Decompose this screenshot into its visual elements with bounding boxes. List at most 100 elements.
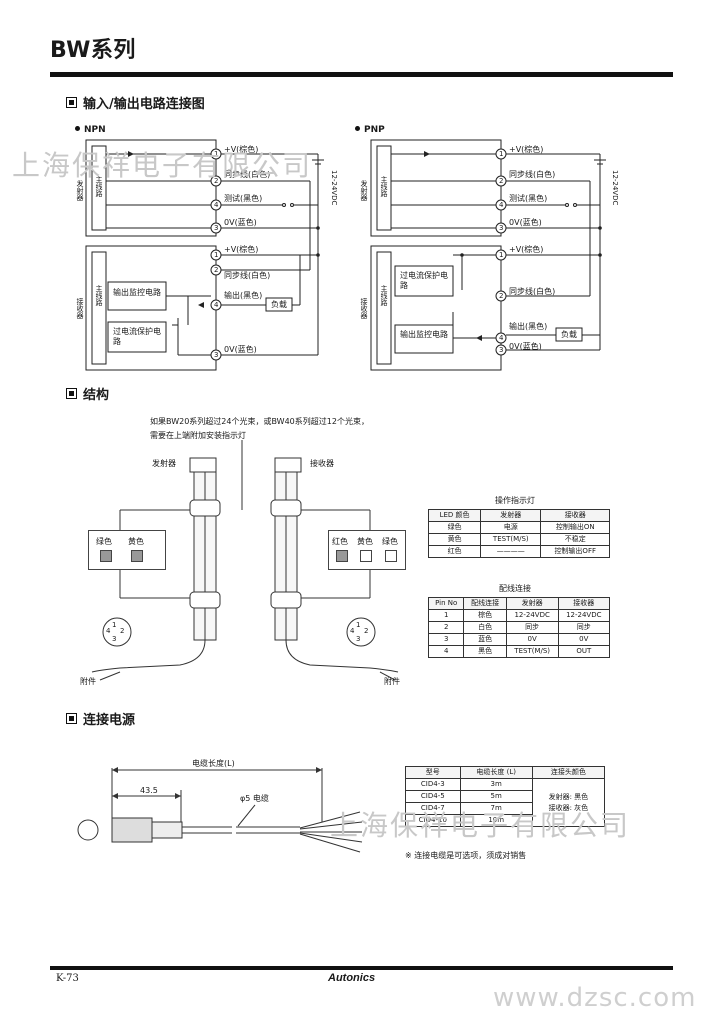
structure-section-heading: 结构 [66, 388, 109, 402]
led-label-red: 红色 [332, 537, 348, 546]
npn-supply: 12-24VDC [330, 170, 338, 206]
pnp-main-circuit-e: 主线路 [380, 176, 388, 197]
pin-number: 1 [499, 251, 504, 259]
pin-number: 1 [214, 251, 219, 259]
indicator-table: LED 颜色 发射器 接收器 绿色 电源 控制输出ON 黄色 TEST(M/S)… [427, 509, 610, 558]
table-row: CID4-3 3m 发射器: 黑色 接收器: 灰色 [405, 778, 606, 827]
conn-pin: 1 [112, 621, 117, 629]
wiring-table: Pin No 配线连接 发射器 接收器 1 棕色 12-24VDC 12-24V… [427, 597, 611, 658]
structure-note-2: 需要在上端附加安装指示灯 [150, 431, 246, 440]
pnp-main-circuit-r: 主线路 [380, 285, 388, 306]
npn-main-circuit-r: 主线路 [95, 285, 103, 306]
pin-number: 4 [499, 334, 504, 342]
table-row: 4 黑色 TEST(M/S) OUT [427, 645, 611, 658]
pnp-receiver-side: 接收器 [360, 298, 368, 319]
pnp-r-output: 输出(黑色) [509, 322, 548, 331]
table-cell: 10m [459, 814, 533, 827]
wiring-section-heading: 输入/输出电路连接图 [66, 97, 205, 111]
table-cell: OUT [557, 645, 611, 658]
table-cell: 黑色 [463, 645, 507, 658]
table-row: 红色 ———— 控制输出OFF [427, 545, 610, 558]
npn-e-sync: 同步线(白色) [224, 170, 271, 179]
cable-dia-label: φ5 电缆 [240, 794, 269, 803]
pnp-load: 负载 [561, 330, 577, 339]
table-cell: CID4-3 [405, 778, 461, 791]
table-cell: 红色 [427, 545, 482, 558]
pin-number: 2 [499, 292, 504, 300]
table-cell: CID4-5 [405, 790, 461, 803]
connector-color-cell: 发射器: 黑色 接收器: 灰色 [531, 778, 606, 827]
wiring-section-title: 输入/输出电路连接图 [83, 97, 205, 112]
conn-pin: 1 [356, 621, 361, 629]
npn-emitter-side: 发射器 [76, 180, 84, 201]
pnp-label-wrap: PNP [355, 126, 385, 135]
power-section-heading: 连接电源 [66, 713, 135, 727]
pin-number: 2 [214, 266, 219, 274]
led-yellow-indicator [131, 550, 143, 562]
npn-overcurrent: 过电流保护电路 [113, 327, 161, 346]
pnp-supply: 12-24VDC [611, 170, 619, 206]
npn-r-vplus: +V(棕色) [224, 245, 259, 254]
table-cell: CID4-10 [405, 814, 461, 827]
table-cell: 2 [427, 621, 465, 634]
bullet-dot-icon [355, 126, 360, 131]
npn-main-circuit-e: 主线路 [95, 176, 103, 197]
power-footnote: ※ 连接电缆是可选项，须成对销售 [405, 851, 527, 860]
emitter-label: 发射器 [152, 459, 176, 468]
conn-pin: 3 [112, 635, 117, 643]
pin-number: 3 [499, 224, 504, 232]
npn-r-zero: 0V(蓝色) [224, 345, 257, 354]
pnp-overcurrent: 过电流保护电路 [400, 271, 448, 290]
structure-section-title: 结构 [83, 388, 110, 403]
page-number: K-73 [56, 973, 79, 984]
npn-receiver-side: 接收器 [76, 298, 84, 319]
table-cell: ———— [480, 545, 542, 558]
cable-header: 连接头颜色 [531, 766, 606, 779]
cable-header: 电缆长度 (L) [459, 766, 533, 779]
power-section-title: 连接电源 [83, 713, 136, 728]
pin-number: 1 [214, 150, 219, 158]
square-bullet-icon [66, 97, 77, 108]
conn-pin: 4 [106, 627, 111, 635]
npn-label: NPN [84, 125, 106, 135]
npn-e-zero: 0V(蓝色) [224, 218, 257, 227]
led-label-green: 绿色 [382, 537, 398, 546]
wiring-header: 配线连接 [463, 597, 507, 610]
table-row: 1 棕色 12-24VDC 12-24VDC [427, 609, 611, 622]
accessory-right: 附件 [384, 677, 400, 686]
table-row: CID4-5 5m [405, 790, 605, 803]
npn-r-sync: 同步线(白色) [224, 271, 271, 280]
pnp-r-vplus: +V(棕色) [509, 245, 544, 254]
receiver-label: 接收器 [310, 459, 334, 468]
table-cell: 4 [427, 645, 465, 658]
pnp-output-ctrl: 输出监控电路 [400, 330, 448, 339]
table-cell: 1 [427, 609, 465, 622]
header-rule [50, 72, 673, 77]
watermark: 上海保祥电子有限公司 [330, 809, 631, 842]
conn-pin: 4 [350, 627, 355, 635]
table-cell: 5m [459, 790, 533, 803]
accessory-left: 附件 [80, 677, 96, 686]
pnp-e-zero: 0V(蓝色) [509, 218, 542, 227]
table-cell: TEST(M/S) [505, 645, 559, 658]
npn-e-test: 测试(黑色) [224, 194, 263, 203]
conn-pin: 2 [364, 627, 369, 635]
structure-note-1: 如果BW20系列超过24个光束，或BW40系列超过12个光束， [150, 417, 369, 426]
led-label-yellow: 黄色 [128, 537, 144, 546]
watermark: 上海保祥电子有限公司 [12, 149, 313, 182]
pin-number: 1 [499, 150, 504, 158]
pin-number: 3 [499, 346, 504, 354]
pin-number: 4 [214, 301, 219, 309]
npn-e-vplus: +V(棕色) [224, 145, 259, 154]
table-row: CID4-10 10m [405, 814, 605, 827]
color-line-1: 发射器: 黑色 [548, 792, 589, 801]
pin-number: 4 [499, 201, 504, 209]
bullet-dot-icon [75, 126, 80, 131]
pnp-e-test: 测试(黑色) [509, 194, 548, 203]
pin-number: 3 [214, 224, 219, 232]
pnp-e-vplus: +V(棕色) [509, 145, 544, 154]
npn-label-wrap: NPN [75, 126, 106, 135]
